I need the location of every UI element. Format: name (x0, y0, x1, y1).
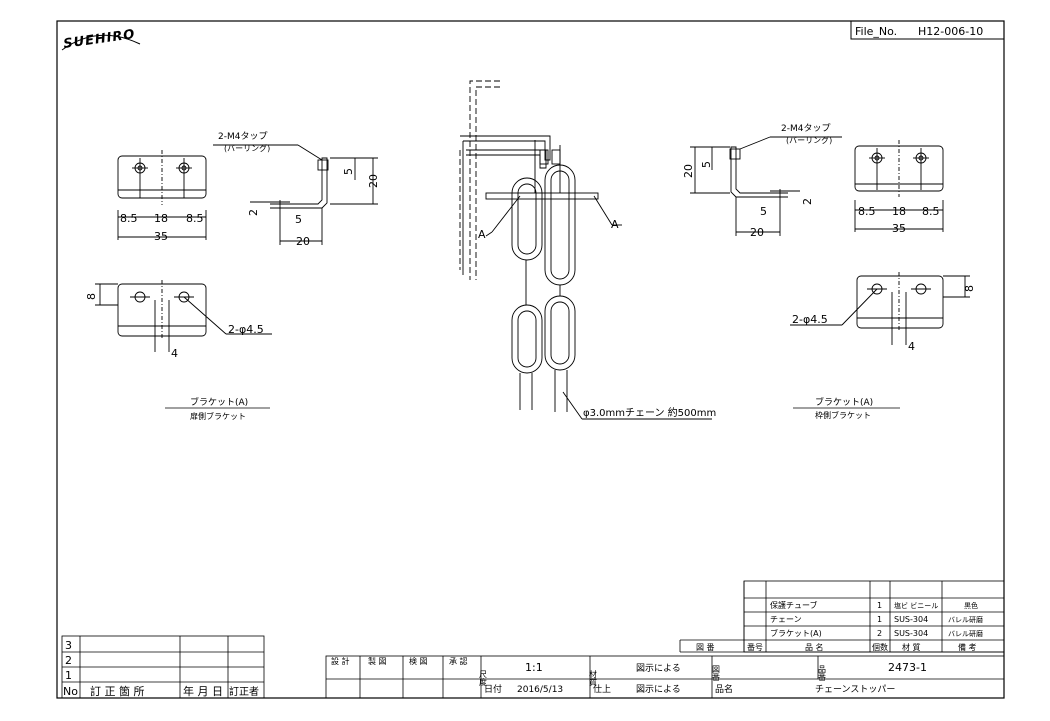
tb-material-value: 図示による (636, 663, 681, 674)
left-dim-5-side: 5 (342, 168, 355, 175)
chain-label: φ3.0mmチェーン 約500mm (583, 406, 716, 419)
tb-product-name-value: チェーンストッパー (815, 684, 895, 695)
left-dim-18: 18 (154, 212, 168, 225)
tb-drawing-no-label: 図番 (712, 665, 721, 682)
left-dim-5-h: 5 (295, 213, 302, 226)
right-caption-sub: 枠側ブラケット (815, 410, 871, 420)
tb-material-label: 材質 (589, 669, 598, 687)
right-dim-20-h: 20 (750, 226, 764, 239)
bom-table-grid (679, 580, 1005, 653)
left-tap-sub: (バーリング) (224, 143, 270, 153)
tb-design: 設 計 (331, 656, 350, 666)
left-bracket-side-view (213, 144, 378, 245)
right-dim-5-h: 5 (760, 205, 767, 218)
bom-row1-remarks: 黒色 (964, 601, 978, 610)
bom-header-part: 品 名 (805, 642, 824, 652)
bom-row2-material: SUS-304 (894, 615, 928, 624)
revision-header-location: 訂 正 箇 所 (90, 684, 145, 698)
left-dim-35: 35 (154, 230, 168, 243)
title-block-grid (325, 655, 1005, 699)
right-tap-label: 2-M4タップ (781, 123, 830, 134)
tb-finish-value: 図示による (636, 684, 681, 695)
tb-check: 検 図 (409, 656, 428, 666)
left-caption-sub: 扉側ブラケット (190, 411, 246, 421)
center-assembly (459, 80, 712, 420)
bom-header-qty: 個数 (872, 642, 888, 652)
tb-product-name-label: 品名 (715, 683, 733, 695)
right-dim-4: 4 (908, 340, 915, 353)
suehiro-logo: SUEHIRO (61, 27, 141, 52)
left-caption-title: ブラケット(A) (190, 396, 248, 408)
right-dim-18: 18 (892, 205, 906, 218)
right-dim-2: 2 (801, 198, 814, 205)
right-bracket-front-view (790, 272, 970, 345)
bom-row3-material: SUS-304 (894, 629, 928, 638)
right-dim-35: 35 (892, 222, 906, 235)
revision-header-no: No (63, 685, 78, 698)
revision-row-1: 1 (65, 669, 72, 682)
right-caption: ブラケット(A) 枠側ブラケット (793, 396, 900, 420)
revision-header-date: 年 月 日 (183, 684, 223, 698)
logo-text: SUEHIRO (62, 27, 136, 52)
right-bracket-side-view (690, 136, 842, 236)
left-caption: ブラケット(A) 扉側ブラケット (165, 396, 270, 421)
file-no-label: File_No. (855, 25, 897, 38)
bom-header-remarks: 備 考 (958, 642, 977, 652)
bom-row2-qty: 1 (877, 615, 882, 624)
tb-product-no-label: 品番 (818, 665, 827, 682)
tb-drafting: 製 図 (368, 656, 387, 666)
revision-row-3: 3 (65, 639, 72, 652)
sheet-border (56, 20, 1005, 699)
tb-approve: 承 認 (449, 656, 468, 666)
left-dim-20-v: 20 (367, 174, 380, 188)
bom-row2-remarks: バレル研磨 (948, 615, 983, 624)
tb-scale-value: 1:1 (525, 661, 543, 674)
left-dim-20-h: 20 (296, 235, 310, 248)
right-dim-5-side: 5 (700, 161, 713, 168)
right-bracket-top-view (854, 140, 944, 232)
revision-table-grid (61, 635, 265, 699)
bom-row1-material: 塩ビ ビニール (894, 601, 938, 610)
right-hole-label: 2-φ4.5 (792, 313, 828, 326)
left-bracket-top-view (117, 150, 207, 240)
right-tap-sub: (バーリング) (786, 135, 832, 145)
bom-header-material: 材 質 (902, 642, 921, 652)
left-dim-4: 4 (171, 347, 178, 360)
tb-date-label: 日付 (484, 684, 502, 695)
left-hole-label: 2-φ4.5 (228, 323, 264, 336)
right-dim-8-5-a: 8.5 (858, 205, 876, 218)
right-dim-8: 8 (963, 285, 976, 292)
file-no-value: H12-006-10 (918, 25, 983, 38)
bom-row1-part: 保護チューブ (770, 600, 818, 610)
left-tap-label: 2-M4タップ (218, 131, 267, 142)
bom-row3-remarks: バレル研磨 (948, 629, 983, 638)
section-a-right: A (611, 218, 619, 231)
left-bracket-front-view (95, 280, 272, 352)
tb-product-no-value: 2473-1 (888, 661, 927, 674)
revision-header-corrector: 訂正者 (229, 685, 259, 698)
left-dim-8-5-a: 8.5 (120, 212, 138, 225)
left-dim-8: 8 (85, 293, 98, 300)
right-caption-title: ブラケット(A) (815, 396, 873, 408)
bom-header-drawing-no: 図 番 (696, 642, 715, 652)
bom-row3-qty: 2 (877, 629, 882, 638)
bom-row2-part: チェーン (770, 615, 802, 624)
tb-scale-label: 尺度 (479, 670, 488, 687)
tb-finish-label: 仕上 (593, 683, 611, 695)
left-dim-2: 2 (247, 209, 260, 216)
file-number-box: File_No. H12-006-10 (850, 20, 1005, 40)
right-dim-8-5-b: 8.5 (922, 205, 940, 218)
section-a-left: A (478, 228, 486, 241)
tb-date-value: 2016/5/13 (517, 685, 563, 695)
bom-header-item-no: 番号 (747, 642, 763, 652)
bom-row3-part: ブラケット(A) (770, 628, 822, 638)
revision-row-2: 2 (65, 654, 72, 667)
left-dim-8-5-b: 8.5 (186, 212, 204, 225)
bom-row1-qty: 1 (877, 601, 882, 610)
right-dim-20-v: 20 (682, 164, 695, 178)
